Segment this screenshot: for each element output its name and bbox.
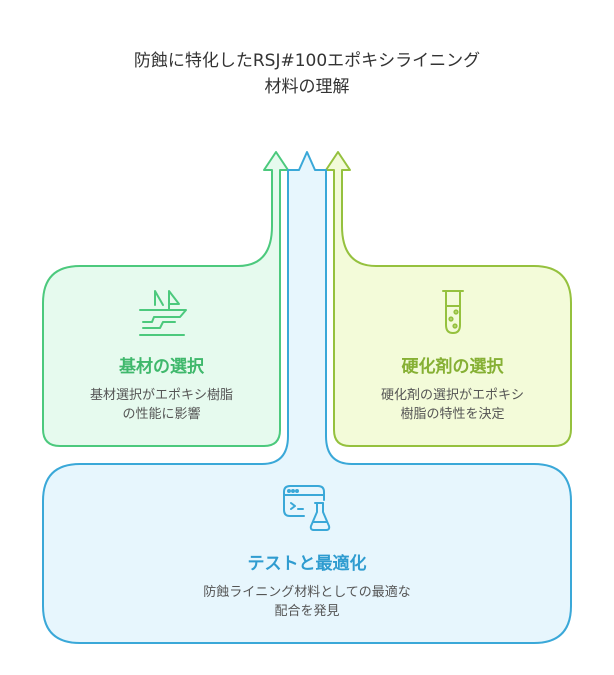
hardener-card-title: 硬化剤の選択 — [401, 357, 504, 377]
substrate-card-description: 基材選択がエポキシ樹脂 の性能に影響 — [43, 386, 280, 424]
ships-icon — [139, 290, 187, 336]
testing-card-title: テストと最適化 — [247, 554, 367, 574]
hardener-desc-line-1: 硬化剤の選択がエポキシ — [380, 388, 524, 403]
diagram-title: 防蝕に特化したRSJ#100エポキシライニング 材料の理解 — [0, 48, 614, 100]
hardener-card-shape — [325, 151, 572, 447]
testing-card-shape — [42, 151, 572, 644]
substrate-card-shape — [42, 151, 289, 447]
substrate-desc-line-2: の性能に影響 — [122, 407, 201, 422]
hardener-card-description: 硬化剤の選択がエポキシ 樹脂の特性を決定 — [334, 386, 571, 424]
substrate-card-title: 基材の選択 — [119, 357, 204, 377]
testing-desc-line-1: 防蝕ライニング材料としての最適な — [203, 585, 411, 600]
title-line-2: 材料の理解 — [264, 77, 350, 97]
title-line-1: 防蝕に特化したRSJ#100エポキシライニング — [133, 51, 481, 71]
hardener-desc-line-2: 樹脂の特性を決定 — [400, 407, 505, 422]
substrate-desc-line-1: 基材選択がエポキシ樹脂 — [89, 388, 233, 403]
testing-desc-line-2: 配合を発見 — [274, 604, 340, 619]
testing-card-description: 防蝕ライニング材料としての最適な 配合を発見 — [43, 583, 571, 621]
test-tube-icon — [442, 290, 464, 334]
lab-window-icon — [283, 485, 331, 531]
